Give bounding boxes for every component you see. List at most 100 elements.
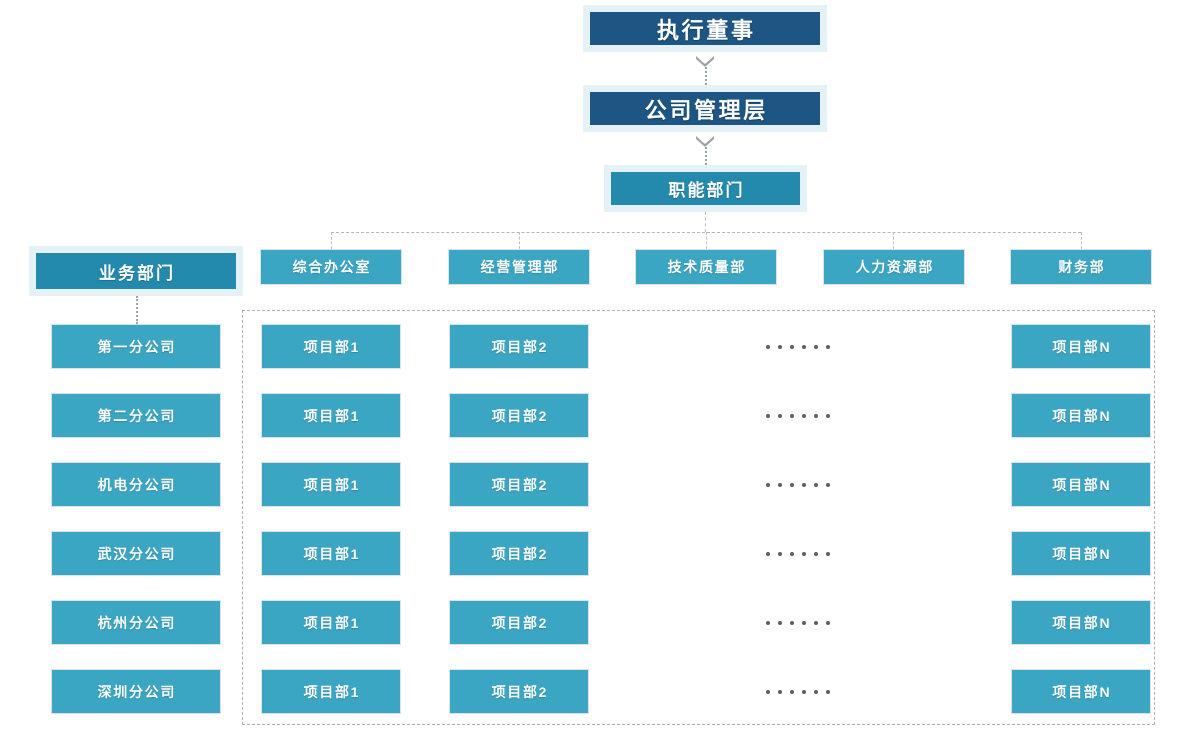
ellipsis-dot [814, 552, 818, 556]
node-project-department[interactable]: 项目部1 [261, 462, 401, 507]
node-functional-department[interactable]: 财务部 [1010, 249, 1152, 285]
node-project-department[interactable]: 项目部2 [449, 324, 589, 369]
node-branch-company[interactable]: 第一分公司 [51, 324, 221, 369]
node-label: 人力资源部 [855, 259, 935, 275]
ellipsis-dot [790, 483, 794, 487]
node-label: 项目部2 [491, 338, 549, 355]
connector-functional-drop [705, 212, 706, 232]
connector-drop-dept-4 [893, 232, 894, 249]
ellipsis-dot [826, 345, 830, 349]
node-business-departments-header[interactable]: 业务部门 [29, 246, 243, 296]
node-label: 项目部1 [303, 338, 361, 355]
ellipsis-dot [778, 552, 782, 556]
ellipsis-dot [814, 414, 818, 418]
ellipsis-dot [778, 483, 782, 487]
node-project-department[interactable]: 项目部1 [261, 600, 401, 645]
node-label: 项目部N [1052, 614, 1112, 631]
ellipsis-dot [826, 414, 830, 418]
node-project-department[interactable]: 项目部1 [261, 531, 401, 576]
node-label: 项目部2 [491, 614, 549, 631]
node-project-department[interactable]: 项目部1 [261, 324, 401, 369]
ellipsis-dot [826, 552, 830, 556]
node-label: 项目部N [1052, 683, 1112, 700]
connector-drop-dept-1 [331, 232, 332, 249]
ellipsis-dot [766, 552, 770, 556]
node-label: 业务部门 [98, 263, 176, 283]
node-label: 技术质量部 [667, 259, 747, 275]
ellipsis-dot [790, 345, 794, 349]
node-project-department[interactable]: 项目部N [1011, 462, 1151, 507]
node-project-department[interactable]: 项目部N [1011, 669, 1151, 714]
ellipsis-indicator [766, 344, 830, 350]
node-label: 职能部门 [668, 181, 745, 200]
ellipsis-dot [826, 690, 830, 694]
node-branch-company[interactable]: 第二分公司 [51, 393, 221, 438]
node-functional-department[interactable]: 经营管理部 [448, 249, 590, 285]
ellipsis-dot [766, 690, 770, 694]
node-branch-company[interactable]: 机电分公司 [51, 462, 221, 507]
node-company-management[interactable]: 公司管理层 [583, 85, 827, 132]
node-project-department[interactable]: 项目部2 [449, 669, 589, 714]
node-functional-department[interactable]: 人力资源部 [823, 249, 965, 285]
node-label: 综合办公室 [292, 259, 372, 275]
ellipsis-dot [778, 621, 782, 625]
node-label: 第二分公司 [97, 407, 177, 424]
project-grid-container [242, 310, 1155, 725]
node-project-department[interactable]: 项目部1 [261, 393, 401, 438]
ellipsis-dot [826, 621, 830, 625]
node-label: 项目部N [1052, 476, 1112, 493]
node-functional-department[interactable]: 技术质量部 [635, 249, 777, 285]
node-project-department[interactable]: 项目部2 [449, 600, 589, 645]
ellipsis-dot [790, 414, 794, 418]
node-label: 项目部2 [491, 407, 549, 424]
ellipsis-dot [802, 414, 806, 418]
node-label: 项目部2 [491, 545, 549, 562]
ellipsis-dot [766, 621, 770, 625]
connector-drop-dept-2 [519, 232, 520, 249]
ellipsis-dot [802, 621, 806, 625]
ellipsis-dot [778, 345, 782, 349]
ellipsis-indicator [766, 551, 830, 557]
node-executive-director[interactable]: 执行董事 [583, 5, 827, 52]
ellipsis-dot [790, 552, 794, 556]
ellipsis-dot [826, 483, 830, 487]
ellipsis-dot [802, 345, 806, 349]
node-label: 项目部1 [303, 614, 361, 631]
node-project-department[interactable]: 项目部N [1011, 393, 1151, 438]
node-branch-company[interactable]: 深圳分公司 [51, 669, 221, 714]
ellipsis-dot [766, 414, 770, 418]
node-label: 项目部1 [303, 683, 361, 700]
node-project-department[interactable]: 项目部2 [449, 531, 589, 576]
node-label: 项目部2 [491, 683, 549, 700]
node-label: 公司管理层 [644, 97, 768, 123]
node-label: 项目部N [1052, 545, 1112, 562]
node-label: 武汉分公司 [97, 545, 177, 562]
ellipsis-dot [814, 345, 818, 349]
node-branch-company[interactable]: 杭州分公司 [51, 600, 221, 645]
node-project-department[interactable]: 项目部2 [449, 462, 589, 507]
ellipsis-dot [778, 690, 782, 694]
node-branch-company[interactable]: 武汉分公司 [51, 531, 221, 576]
node-label: 项目部2 [491, 476, 549, 493]
node-functional-departments-header[interactable]: 职能部门 [604, 165, 807, 212]
node-functional-department[interactable]: 综合办公室 [260, 249, 402, 285]
ellipsis-dot [790, 621, 794, 625]
connector-business-drop [136, 296, 138, 324]
node-label: 财务部 [1058, 259, 1106, 275]
node-project-department[interactable]: 项目部1 [261, 669, 401, 714]
node-label: 杭州分公司 [97, 614, 177, 631]
connector-director-to-management [705, 67, 707, 85]
ellipsis-dot [814, 621, 818, 625]
node-label: 经营管理部 [480, 259, 560, 275]
node-project-department[interactable]: 项目部N [1011, 531, 1151, 576]
node-project-department[interactable]: 项目部N [1011, 600, 1151, 645]
node-project-department[interactable]: 项目部2 [449, 393, 589, 438]
ellipsis-dot [814, 483, 818, 487]
node-label: 项目部1 [303, 407, 361, 424]
ellipsis-dot [802, 690, 806, 694]
ellipsis-indicator [766, 689, 830, 695]
ellipsis-indicator [766, 620, 830, 626]
node-project-department[interactable]: 项目部N [1011, 324, 1151, 369]
ellipsis-indicator [766, 413, 830, 419]
ellipsis-dot [814, 690, 818, 694]
